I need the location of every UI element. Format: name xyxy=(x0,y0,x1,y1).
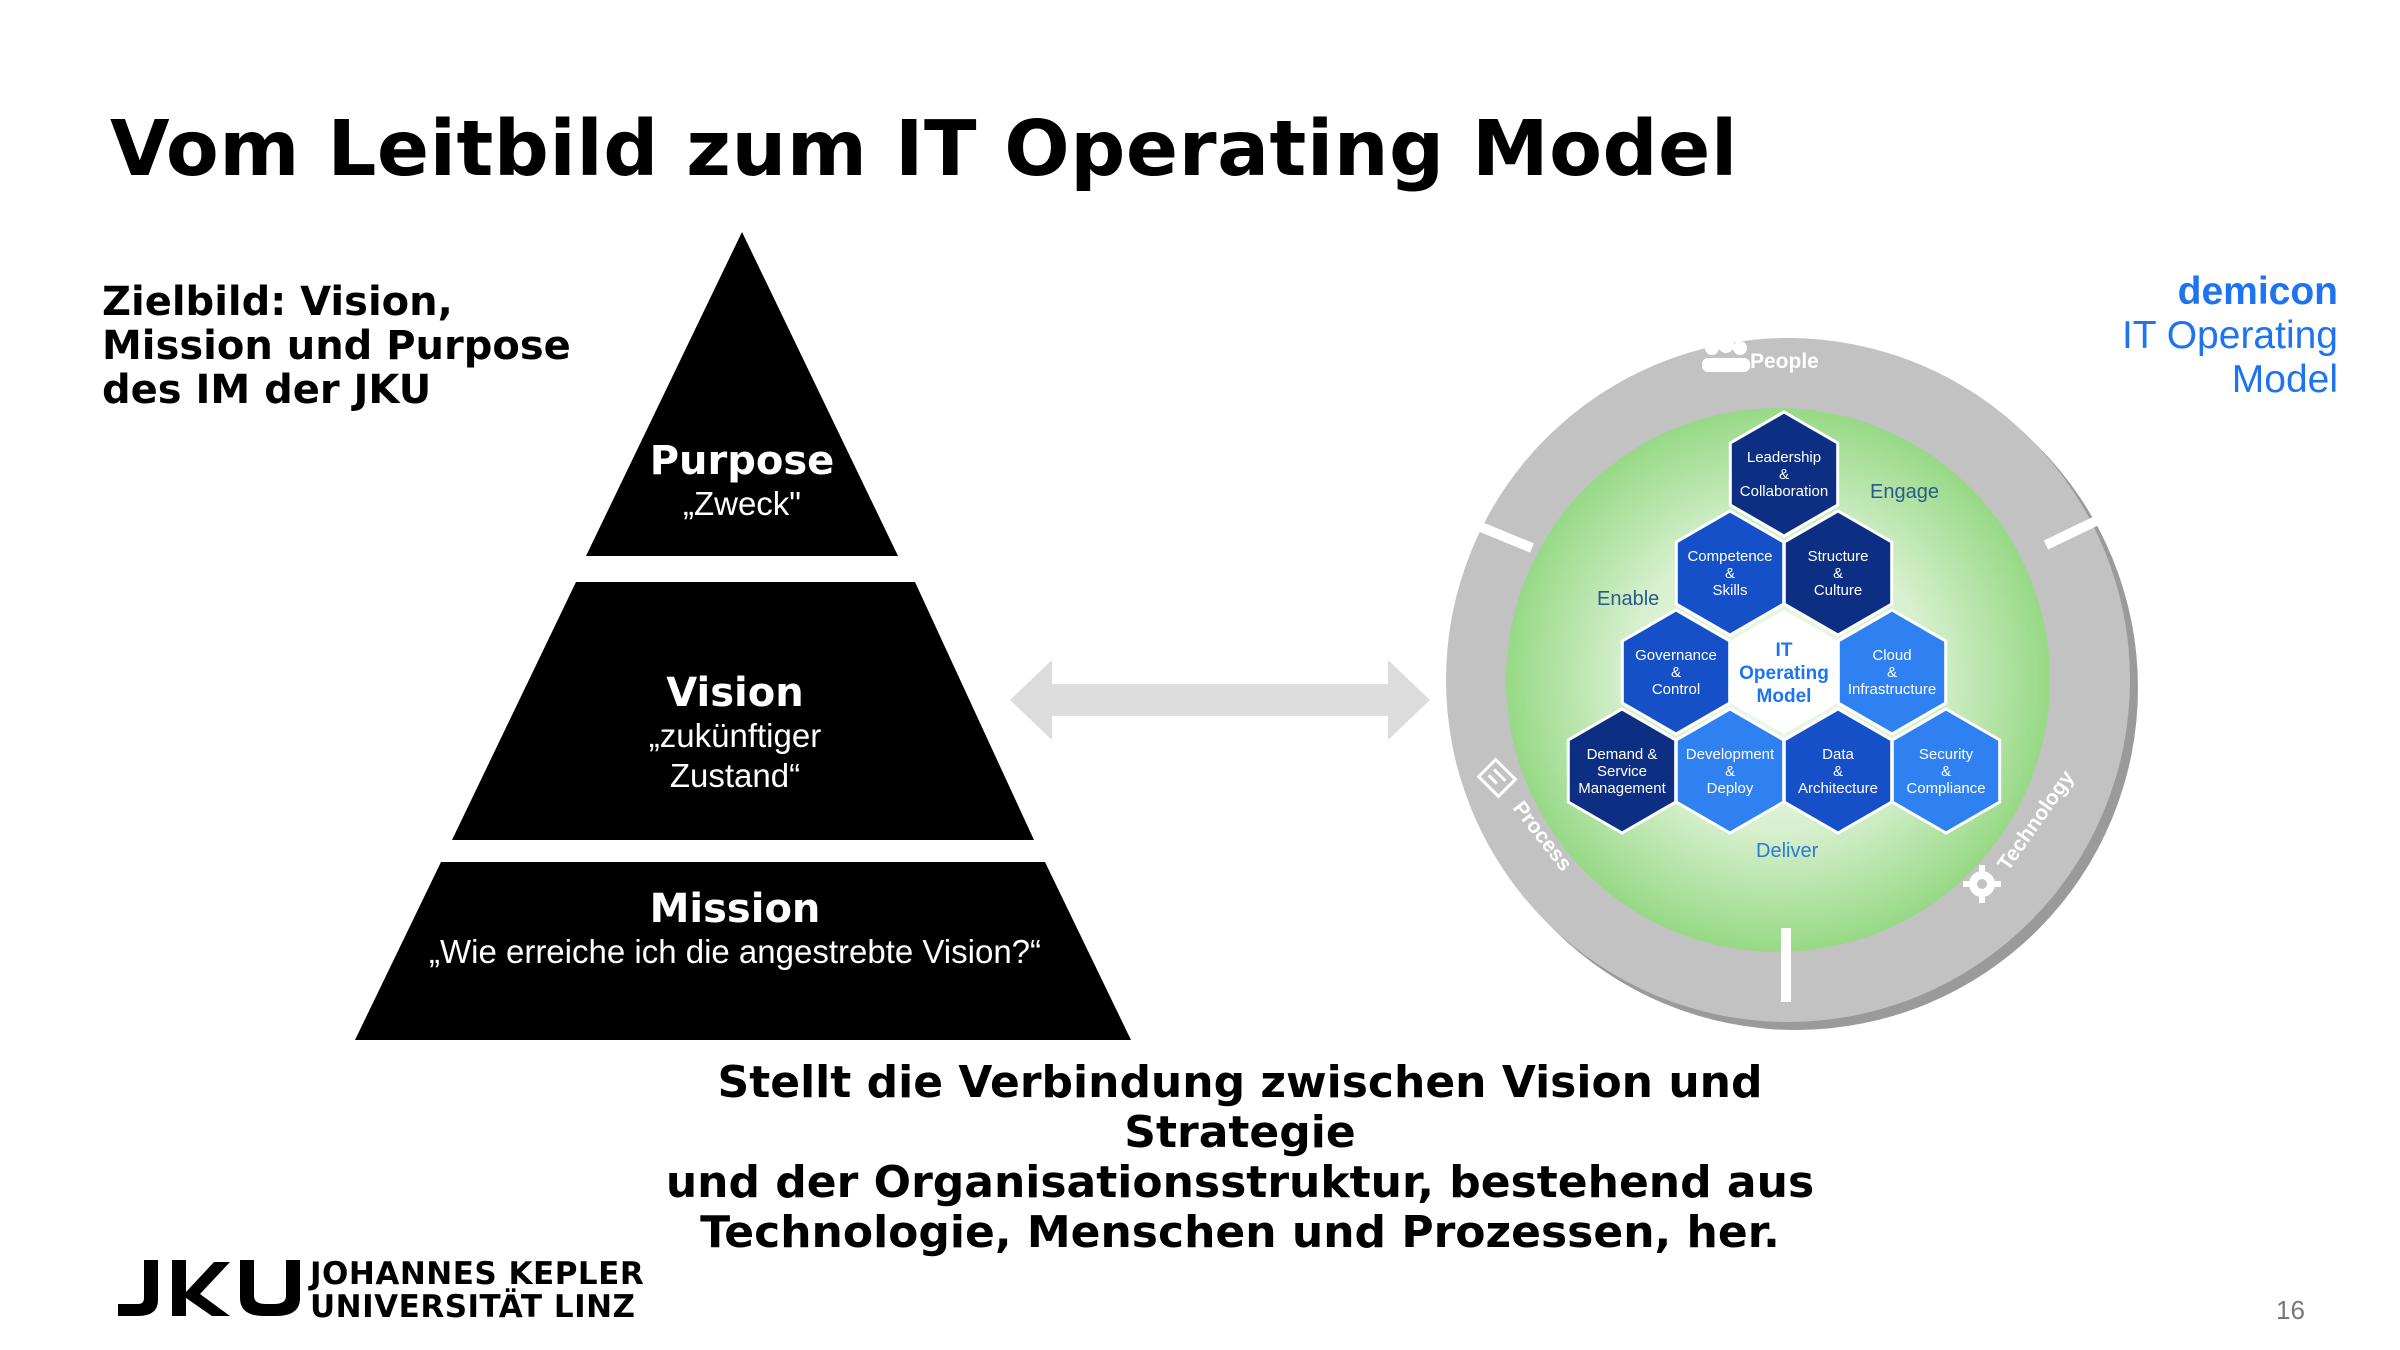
hexagon-development-label: Deploy xyxy=(1707,780,1754,797)
hexagon-leadership-label: Leadership xyxy=(1747,449,1821,466)
hexagon-structure xyxy=(1782,509,1894,637)
statement-line: und der Organisationsstruktur, bestehend… xyxy=(665,1157,1815,1208)
mission-subtitle: „Wie erreiche ich die angestrebte Vision… xyxy=(428,933,1042,970)
zielbild-line: des IM der JKU xyxy=(102,367,432,413)
center-hexagon xyxy=(1730,610,1838,734)
hexagon-competence-label: & xyxy=(1725,565,1735,582)
slide-title: Vom Leitbild zum IT Operating Model xyxy=(110,105,1738,194)
center-hexagon-label: Model xyxy=(1757,686,1812,707)
jku-logo-text: JOHANNES KEPLER UNIVERSITÄT LINZ xyxy=(310,1258,644,1324)
hexagon-security xyxy=(1890,707,2002,835)
hexagon-structure-label: Structure xyxy=(1808,548,1869,565)
hexagon-leadership xyxy=(1728,410,1840,538)
ring-divider xyxy=(2043,515,2101,550)
hexagon-cloud-label: & xyxy=(1887,664,1897,681)
hexagon-structure-label: & xyxy=(1833,565,1843,582)
hexagon-leadership-label: Collaboration xyxy=(1740,483,1828,500)
page-number: 16 xyxy=(2276,1295,2305,1325)
hexagon-cluster: ITOperatingModelLeadership&Collaboration… xyxy=(1566,410,2002,835)
zone-label-deliver: Deliver xyxy=(1756,840,1819,862)
jku-logo-k xyxy=(172,1260,230,1316)
hexagon-cloud xyxy=(1836,608,1948,736)
hexagon-development-label: Development xyxy=(1686,746,1775,763)
process-icon xyxy=(1476,757,1518,799)
jku-logo-j xyxy=(118,1260,158,1316)
logo-line2: UNIVERSITÄT LINZ xyxy=(310,1289,636,1325)
ring-divider xyxy=(1474,520,1534,553)
hexagon-competence-label: Competence xyxy=(1687,548,1772,565)
hexagon-data-label: Architecture xyxy=(1798,780,1878,797)
hexagon-competence-label: Skills xyxy=(1712,582,1747,599)
people-icon xyxy=(1702,337,1750,372)
zielbild-line: Mission und Purpose xyxy=(102,323,571,369)
hexagon-security-label: Security xyxy=(1919,746,1974,763)
hexagon-governance xyxy=(1620,608,1732,736)
purpose-label: Purpose „Zweck" xyxy=(650,438,835,524)
zone-label-engage: Engage xyxy=(1870,481,1939,503)
demicon-brand: demicon xyxy=(2177,270,2338,313)
hexagon-demand-label: Demand & xyxy=(1587,746,1658,763)
zielbild-line: Zielbild: Vision, xyxy=(102,279,453,325)
mission-label: Mission „Wie erreiche ich die angestrebt… xyxy=(429,886,1041,972)
center-hexagon-label: IT xyxy=(1776,640,1793,661)
ring-label-people: People xyxy=(1750,350,1819,373)
gear-icon xyxy=(1963,865,2001,903)
zone-label-enable: Enable xyxy=(1597,588,1659,610)
demicon-line3: Model xyxy=(2231,358,2338,401)
jku-logo xyxy=(118,1260,300,1316)
hexagon-data-label: & xyxy=(1833,763,1843,780)
vision-subtitle-line1: „zukünftiger xyxy=(648,717,822,754)
purpose-subtitle: „Zweck" xyxy=(682,485,802,522)
statement-line: Stellt die Verbindung zwischen Vision un… xyxy=(717,1057,1763,1158)
hexagon-governance-label: Governance xyxy=(1635,647,1717,664)
zielbild-text: Zielbild: Vision, Mission und Purpose de… xyxy=(102,280,571,412)
hexagon-structure-label: Culture xyxy=(1814,582,1862,599)
hexagon-leadership-label: & xyxy=(1779,466,1789,483)
hexagon-cloud-label: Cloud xyxy=(1872,647,1911,664)
vision-subtitle-line2: Zustand“ xyxy=(669,757,801,794)
logo-line1: JOHANNES KEPLER xyxy=(310,1256,645,1292)
hexagon-security-label: & xyxy=(1941,763,1951,780)
vision-heading: Vision xyxy=(666,670,804,716)
jku-logo-u xyxy=(240,1260,300,1316)
statement: Stellt die Verbindung zwischen Vision un… xyxy=(600,1058,1880,1258)
hexagon-demand-label: Service xyxy=(1597,763,1647,780)
hexagon-data-label: Data xyxy=(1822,746,1854,763)
center-hexagon-label: Operating xyxy=(1739,663,1829,684)
purpose-heading: Purpose xyxy=(649,438,835,484)
hexagon-cloud-label: Infrastructure xyxy=(1848,681,1936,698)
demicon-label: demicon IT Operating Model xyxy=(2122,270,2338,402)
hexagon-security-label: Compliance xyxy=(1906,780,1985,797)
hexagon-governance-label: & xyxy=(1671,664,1681,681)
hexagon-demand-label: Management xyxy=(1578,780,1666,797)
statement-line: Technologie, Menschen und Prozessen, her… xyxy=(700,1207,1780,1258)
hexagon-development-label: & xyxy=(1725,763,1735,780)
demicon-line2: IT Operating xyxy=(2121,314,2338,357)
vision-label: Vision „zukünftiger Zustand“ xyxy=(649,670,821,796)
hexagon-governance-label: Control xyxy=(1652,681,1700,698)
mission-heading: Mission xyxy=(649,886,821,932)
